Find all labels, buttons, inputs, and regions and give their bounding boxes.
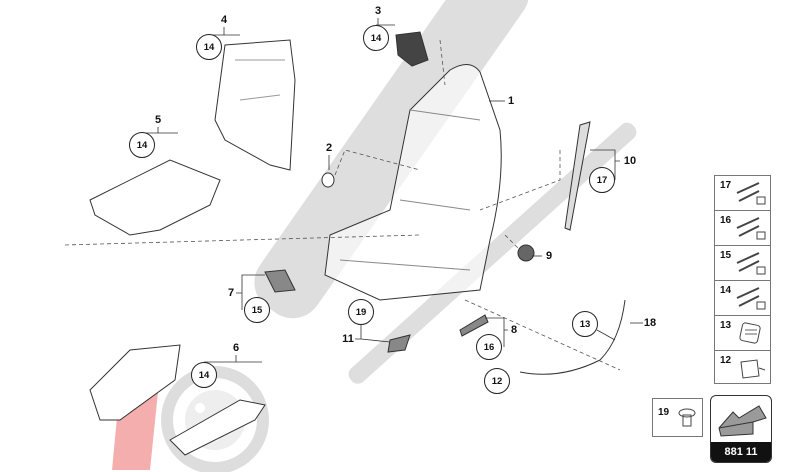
callout-7: 7 [227, 287, 235, 299]
kit-number: 12 [720, 355, 732, 366]
kit-number: 14 [720, 285, 732, 296]
kit-number: 16 [720, 215, 732, 226]
headrest [395, 31, 429, 67]
callout-2: 2 [325, 142, 333, 154]
kit-number: 13 [720, 320, 732, 331]
watermark-tagline-mark [348, 122, 637, 384]
callout-5: 5 [154, 114, 162, 126]
watermark-brand-mark [254, 0, 530, 319]
callout-10: 10 [623, 155, 637, 167]
lever [459, 314, 489, 337]
circled-ref-5: 14 [129, 132, 155, 158]
callout-4: 4 [220, 14, 228, 26]
screw-set-icon [736, 252, 766, 275]
callout-18: 18 [643, 317, 657, 329]
kit-box-14[interactable]: 14 [714, 280, 771, 315]
backrest-cover [214, 39, 296, 171]
kit-box-16[interactable]: 16 [714, 210, 771, 245]
callout-3: 3 [374, 5, 382, 17]
diagram-code-badge: 881 11 [710, 395, 772, 463]
kit-box-12[interactable]: 12 [714, 350, 771, 384]
arrow-icon [718, 405, 767, 437]
cable [519, 299, 626, 375]
kit-number: 19 [658, 407, 670, 418]
bracket-7 [264, 269, 296, 293]
kit-number: 15 [720, 250, 732, 261]
kit-number: 17 [720, 180, 732, 191]
circled-ref-11: 19 [348, 299, 374, 325]
circled-ref-6: 14 [191, 362, 217, 388]
circled-ref-8: 16 [476, 334, 502, 360]
callout-6: 6 [232, 342, 240, 354]
circled-ref-13: 13 [572, 311, 598, 337]
callout-8: 8 [510, 324, 518, 336]
circled-ref-4: 14 [196, 34, 222, 60]
circled-ref-10: 17 [589, 167, 615, 193]
kit-box-15[interactable]: 15 [714, 245, 771, 280]
circled-ref-7: 15 [244, 297, 270, 323]
knob [517, 244, 535, 262]
screw-set-icon [736, 287, 766, 310]
callout-9: 9 [545, 250, 553, 262]
kit-box-19[interactable]: 19 [652, 398, 703, 437]
trim-6b [169, 399, 266, 456]
trim-6 [89, 344, 181, 421]
cushion-cover [89, 159, 221, 236]
clip-icon [740, 359, 766, 379]
kit-box-13[interactable]: 13 [714, 315, 771, 350]
circled-ref-3: 14 [363, 25, 389, 51]
cap [321, 172, 335, 188]
rivet-icon [678, 408, 696, 427]
callout-11: 11 [342, 333, 354, 345]
seat-frame [324, 64, 502, 301]
circled-ref-12: 12 [484, 368, 510, 394]
screw-set-icon [736, 182, 766, 205]
side-trim [564, 121, 591, 231]
kit-box-17[interactable]: 17 [714, 175, 771, 210]
connector-icon [739, 322, 761, 344]
diagram-code: 881 11 [711, 442, 771, 462]
callout-1: 1 [507, 95, 515, 107]
screw-set-icon [736, 217, 766, 240]
bracket-11 [387, 334, 411, 353]
